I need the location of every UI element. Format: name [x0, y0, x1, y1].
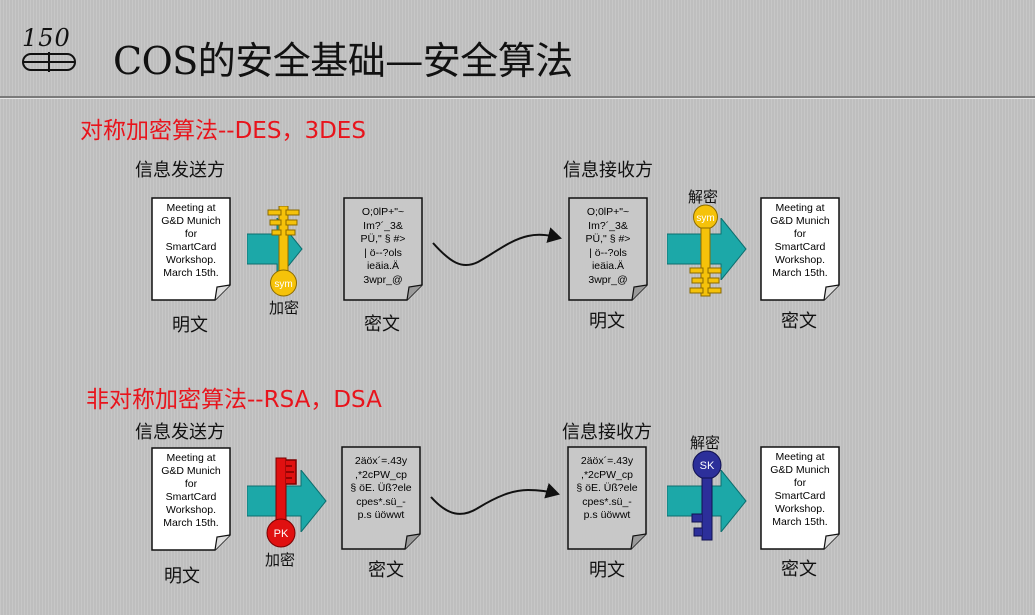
symmetric-sender-label: 信息发送方: [135, 160, 225, 181]
asymmetric-plaintext-text: Meeting at G&D Munich for SmartCard Work…: [161, 452, 221, 529]
symmetric-decrypt-key-icon: sym: [689, 204, 722, 297]
symmetric-received-ciphertext-document: O;0lP+"~ Im?´_3& PÜ," § #> | ö--?ols ieä…: [568, 197, 648, 301]
symmetric-transfer-line: [432, 227, 562, 267]
logo-number: 150: [22, 24, 71, 52]
symmetric-plaintext-text: Meeting at G&D Munich for SmartCard Work…: [161, 202, 221, 279]
asymmetric-received-ciphertext-text: 2äöx´=.43y ,*2cPW_cp § öE. Üß?ele cpes*.…: [576, 455, 638, 521]
symmetric-ciphertext-text: O;0lP+"~ Im?´_3& PÜ," § #> | ö--?ols ieä…: [360, 206, 406, 286]
symmetric-received-ciphertext-text: O;0lP+"~ Im?´_3& PÜ," § #> | ö--?ols ieä…: [585, 206, 631, 286]
symmetric-encrypt-key-text: sym: [274, 279, 292, 290]
symmetric-plaintext-document: Meeting at G&D Munich for SmartCard Work…: [151, 197, 231, 301]
title-divider: [0, 96, 1035, 99]
asymmetric-receiver-label: 信息接收方: [562, 422, 652, 443]
asymmetric-output-text: Meeting at G&D Munich for SmartCard Work…: [770, 451, 830, 528]
asymmetric-heading: 非对称加密算法--RSA，DSA: [86, 387, 382, 413]
symmetric-encrypt-key-icon: sym: [267, 206, 300, 297]
asymmetric-received-ciphertext-document: 2äöx´=.43y ,*2cPW_cp § öE. Üß?ele cpes*.…: [567, 446, 647, 550]
page-title: COS的安全基础—安全算法: [113, 39, 573, 83]
asymmetric-ciphertext-document: 2äöx´=.43y ,*2cPW_cp § öE. Üß?ele cpes*.…: [341, 446, 421, 550]
public-key-text: PK: [274, 528, 289, 540]
asymmetric-sender-label: 信息发送方: [135, 422, 225, 443]
asymmetric-ciphertext-label: 密文: [368, 560, 404, 581]
secret-key-icon: SK: [691, 450, 722, 541]
symmetric-plaintext-label: 明文: [172, 315, 208, 336]
public-key-icon: PK: [266, 457, 297, 548]
asymmetric-ciphertext-text: 2äöx´=.43y ,*2cPW_cp § öE. Üß?ele cpes*.…: [350, 455, 412, 521]
symmetric-decrypt-label: 解密: [688, 188, 719, 206]
symmetric-heading: 对称加密算法--DES，3DES: [80, 118, 366, 144]
asymmetric-plaintext-document: Meeting at G&D Munich for SmartCard Work…: [151, 447, 231, 551]
symmetric-output-document: Meeting at G&D Munich for SmartCard Work…: [760, 197, 840, 301]
asymmetric-output-document: Meeting at G&D Munich for SmartCard Work…: [760, 446, 840, 550]
symmetric-output-text: Meeting at G&D Munich for SmartCard Work…: [770, 202, 830, 279]
logo-mark-icon: [22, 52, 76, 72]
symmetric-output-label: 密文: [781, 311, 817, 332]
asymmetric-output-label: 密文: [781, 559, 817, 580]
symmetric-ciphertext-label: 密文: [364, 314, 400, 335]
asymmetric-transfer-line: [430, 483, 560, 515]
symmetric-receiver-label: 信息接收方: [563, 160, 653, 181]
asymmetric-received-label: 明文: [589, 560, 625, 581]
asymmetric-decrypt-label: 解密: [690, 434, 721, 452]
symmetric-received-label: 明文: [589, 311, 625, 332]
asymmetric-encrypt-label: 加密: [265, 551, 296, 569]
symmetric-decrypt-key-text: sym: [696, 213, 714, 224]
logo: 150: [22, 24, 82, 84]
secret-key-text: SK: [700, 460, 715, 472]
symmetric-ciphertext-document: O;0lP+"~ Im?´_3& PÜ," § #> | ö--?ols ieä…: [343, 197, 423, 301]
asymmetric-plaintext-label: 明文: [164, 566, 200, 587]
symmetric-encrypt-label: 加密: [269, 299, 300, 317]
